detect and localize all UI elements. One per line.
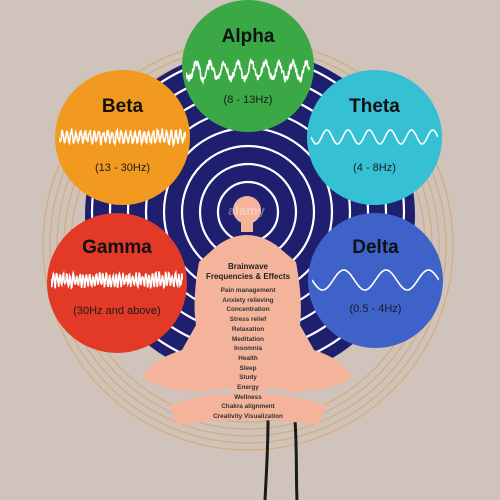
- effect-item: Creativity Visualization: [213, 413, 283, 421]
- bubble-alpha: Alpha (8 - 13Hz): [182, 0, 314, 132]
- wave-frequency: (30Hz and above): [73, 305, 161, 317]
- effect-item: Meditation: [232, 335, 264, 343]
- effect-item: Pain management: [220, 287, 276, 294]
- wave-line: [311, 129, 438, 145]
- wave-name: Gamma: [82, 237, 152, 258]
- effect-item: Wellness: [234, 393, 262, 401]
- effects-title-line1: Brainwave: [227, 262, 269, 271]
- effect-item: Chakra alignment: [221, 403, 275, 411]
- wave-frequency: (13 - 30Hz): [94, 162, 151, 174]
- wave-name: Theta: [349, 96, 400, 117]
- bubble-theta: Theta (4 - 8Hz): [307, 70, 442, 205]
- effect-item: Anxiety relieving: [222, 296, 274, 304]
- bubble-beta: Beta (13 - 30Hz): [55, 70, 190, 205]
- cables: [263, 419, 299, 500]
- wave-name: Alpha: [221, 26, 275, 47]
- wave-line: [186, 57, 310, 85]
- wave-frequency: (0.5 - 4Hz): [349, 303, 402, 315]
- wave-line: [312, 269, 439, 291]
- bubble-delta: Delta (0.5 - 4Hz): [308, 213, 443, 348]
- effect-item: Stress relief: [229, 316, 267, 324]
- effect-item: Relaxation: [231, 325, 265, 333]
- effects-panel: Brainwave Frequencies & Effects Pain man…: [196, 262, 300, 422]
- effect-item: Insomnia: [233, 345, 263, 353]
- effect-item: Energy: [237, 384, 259, 392]
- effect-item: Concentration: [226, 306, 270, 314]
- wave-name: Beta: [101, 96, 144, 117]
- effects-title-line2: Frequencies & Effects: [205, 272, 291, 281]
- effect-item: Study: [239, 374, 257, 382]
- wave-line: [51, 269, 183, 290]
- effect-item: Sleep: [239, 364, 257, 372]
- wave-frequency: (8 - 13Hz): [223, 94, 273, 106]
- bubble-gamma: Gamma (30Hz and above): [47, 213, 187, 353]
- effect-item: Health: [238, 354, 258, 362]
- wave-name: Delta: [352, 237, 399, 258]
- wave-frequency: (4 - 8Hz): [353, 162, 396, 174]
- svg-text:alamy: alamy: [228, 203, 266, 218]
- meditating-figure: [143, 196, 352, 425]
- wave-line: [59, 127, 186, 148]
- effects-title: Brainwave Frequencies & Effects: [196, 262, 300, 282]
